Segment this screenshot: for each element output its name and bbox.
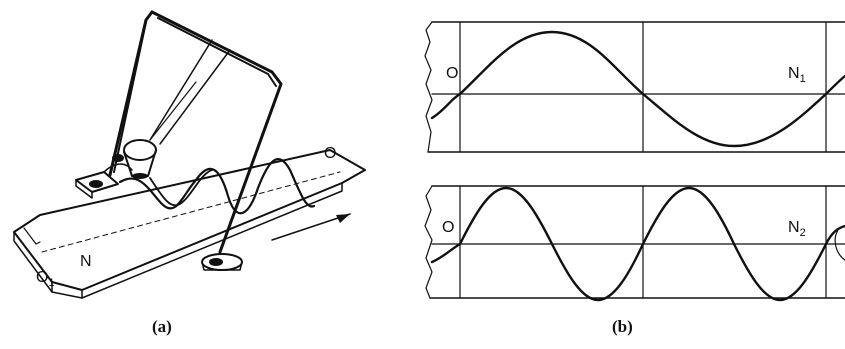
torn-left-edge-bottom — [424, 185, 433, 299]
caption-a: (a) — [152, 317, 172, 336]
suspension-strings — [149, 39, 231, 145]
bottom-base-clamp — [201, 253, 243, 271]
label-o: O — [324, 145, 336, 162]
panel-a-sand-pendulum: O O1 N (a) — [13, 10, 366, 336]
panel-b-traces: O N1 O N2 (b) — [424, 21, 845, 336]
pendulum-frame — [108, 10, 283, 254]
bottom-origin-label: O — [442, 219, 454, 236]
center-line — [41, 171, 341, 253]
sine-wave-n2 — [430, 186, 845, 302]
caption-b: (b) — [612, 317, 633, 336]
top-end-label: N1 — [788, 65, 806, 85]
torn-left-edge-top — [424, 21, 433, 153]
top-origin-label: O — [446, 65, 458, 82]
sine-wave-n1 — [430, 30, 845, 148]
sand-funnel — [103, 139, 157, 179]
label-n: N — [80, 253, 92, 270]
strip-sine-trace — [118, 158, 316, 215]
bottom-end-label: N2 — [788, 219, 806, 239]
label-o1: O1 — [36, 269, 55, 289]
bottom-trace-panel: O N2 — [424, 185, 845, 302]
top-end-subscript: 1 — [800, 73, 806, 85]
bottom-end-subscript: 2 — [800, 227, 806, 239]
top-trace-panel: O N1 — [424, 21, 845, 153]
torn-right-edge-bottom — [834, 229, 845, 261]
label-o1-subscript: 1 — [48, 277, 54, 289]
left-base-clamp — [75, 171, 119, 199]
motion-arrow — [271, 213, 351, 241]
moving-strip — [13, 149, 366, 299]
